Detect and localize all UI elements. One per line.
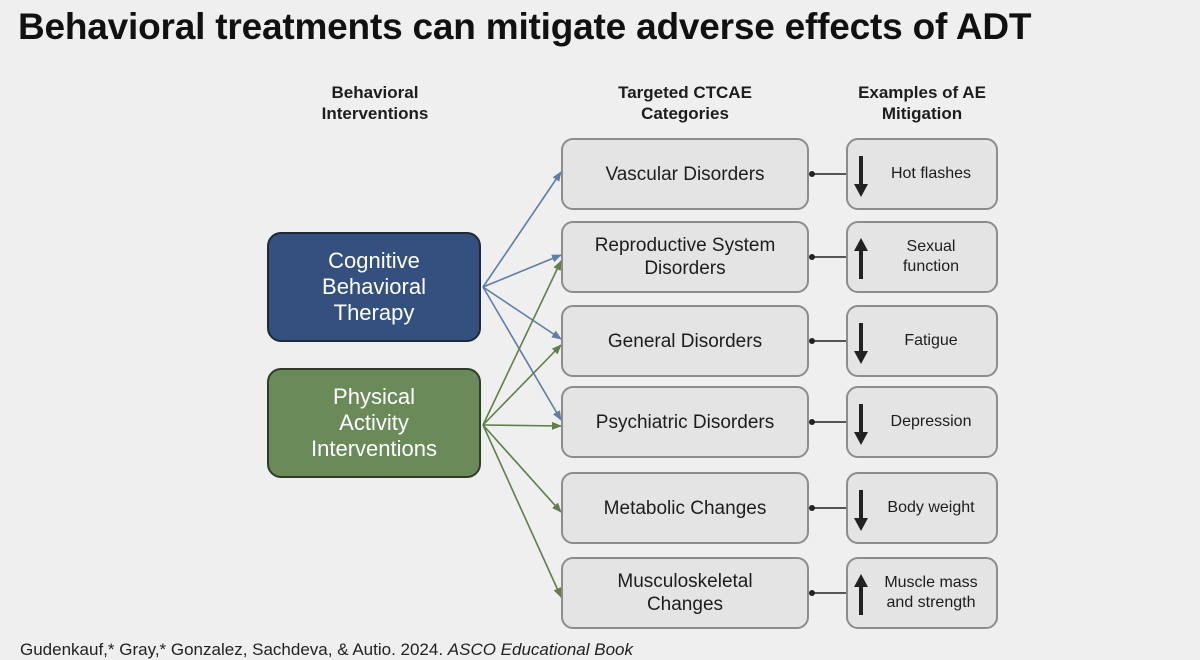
category-label: Reproductive System	[594, 235, 776, 256]
column-header-interventions: Behavioral Interventions	[290, 82, 460, 124]
mitigation-sexual-function: Sexual function	[846, 221, 998, 293]
down-arrow-icon	[854, 323, 868, 364]
intervention-label-line: Physical	[333, 384, 415, 409]
mitigation-label: Hot flashes	[890, 165, 972, 182]
pai-link-arrow	[482, 424, 562, 598]
mitigation-label: Fatigue	[904, 332, 958, 349]
connector-dot	[809, 171, 815, 177]
column-header-line: Categories	[641, 104, 729, 123]
pai-link-arrow	[482, 344, 562, 426]
cbt-link-arrow	[482, 254, 562, 288]
category-general-disorders: General Disorders	[561, 305, 809, 377]
cbt-link-arrow	[482, 286, 562, 421]
down-arrow-icon	[854, 404, 868, 445]
category-metabolic-changes: Metabolic Changes	[561, 472, 809, 544]
column-header-line: Mitigation	[881, 104, 963, 123]
category-vascular-disorders: Vascular Disorders	[561, 138, 809, 210]
mitigation-body-weight: Body weight	[846, 472, 998, 544]
intervention-cognitive-behavioral-therapy: Cognitive Behavioral Therapy	[267, 232, 481, 342]
connector-dot	[809, 254, 815, 260]
category-label: Psychiatric Disorders	[595, 411, 775, 433]
citation-source: ASCO Educational Book	[447, 640, 633, 659]
mitigation-label: Depression	[890, 413, 972, 430]
slide-title: Behavioral treatments can mitigate adver…	[18, 6, 1032, 47]
connector-dot	[809, 419, 815, 425]
cbt-link-arrow	[482, 171, 562, 288]
down-arrow-icon	[854, 156, 868, 197]
column-header-mitigation: Examples of AE Mitigation	[836, 82, 1008, 124]
pai-link-arrow	[482, 421, 562, 430]
category-label: Metabolic Changes	[603, 497, 767, 519]
category-label: General Disorders	[607, 330, 763, 352]
citation-footer: Gudenkauf,* Gray,* Gonzalez, Sachdeva, &…	[20, 640, 633, 660]
mitigation-muscle-mass: Muscle mass and strength	[846, 557, 998, 629]
intervention-physical-activity: Physical Activity Interventions	[267, 368, 481, 478]
up-arrow-icon	[854, 238, 868, 279]
mitigation-label: Sexual	[906, 238, 956, 255]
down-arrow-icon	[854, 490, 868, 531]
intervention-label-line: Interventions	[311, 436, 437, 461]
mitigation-label: Body weight	[887, 499, 975, 516]
citation-authors: Gudenkauf,* Gray,* Gonzalez, Sachdeva, &…	[20, 640, 448, 659]
pai-link-arrow	[482, 424, 562, 513]
category-musculoskeletal-changes: Musculoskeletal Changes	[561, 557, 809, 629]
column-header-line: Behavioral	[331, 83, 419, 102]
intervention-label-line: Cognitive	[328, 248, 420, 273]
mitigation-hot-flashes: Hot flashes	[846, 138, 998, 210]
intervention-label-line: Behavioral	[322, 274, 426, 299]
column-header-line: Targeted CTCAE	[618, 83, 752, 102]
connector-dot	[809, 505, 815, 511]
mitigation-depression: Depression	[846, 386, 998, 458]
connector-dot	[809, 338, 815, 344]
mitigation-label: Muscle mass	[884, 574, 978, 591]
cbt-link-arrow	[482, 286, 562, 340]
mitigation-label: and strength	[886, 594, 976, 611]
category-label: Vascular Disorders	[605, 163, 765, 185]
category-label: Changes	[646, 594, 724, 615]
category-label: Disorders	[644, 258, 726, 279]
column-header-categories: Targeted CTCAE Categories	[585, 82, 785, 124]
category-psychiatric-disorders: Psychiatric Disorders	[561, 386, 809, 458]
column-header-line: Examples of AE	[858, 83, 986, 102]
category-label: Musculoskeletal	[617, 571, 753, 592]
connector-dot	[809, 590, 815, 596]
mitigation-label: function	[902, 258, 960, 275]
up-arrow-icon	[854, 574, 868, 615]
column-header-line: Interventions	[321, 104, 429, 123]
intervention-label-line: Therapy	[333, 300, 415, 325]
category-reproductive-system-disorders: Reproductive System Disorders	[561, 221, 809, 293]
intervention-label-line: Activity	[339, 410, 409, 435]
mitigation-fatigue: Fatigue	[846, 305, 998, 377]
pai-link-arrow	[482, 260, 562, 426]
